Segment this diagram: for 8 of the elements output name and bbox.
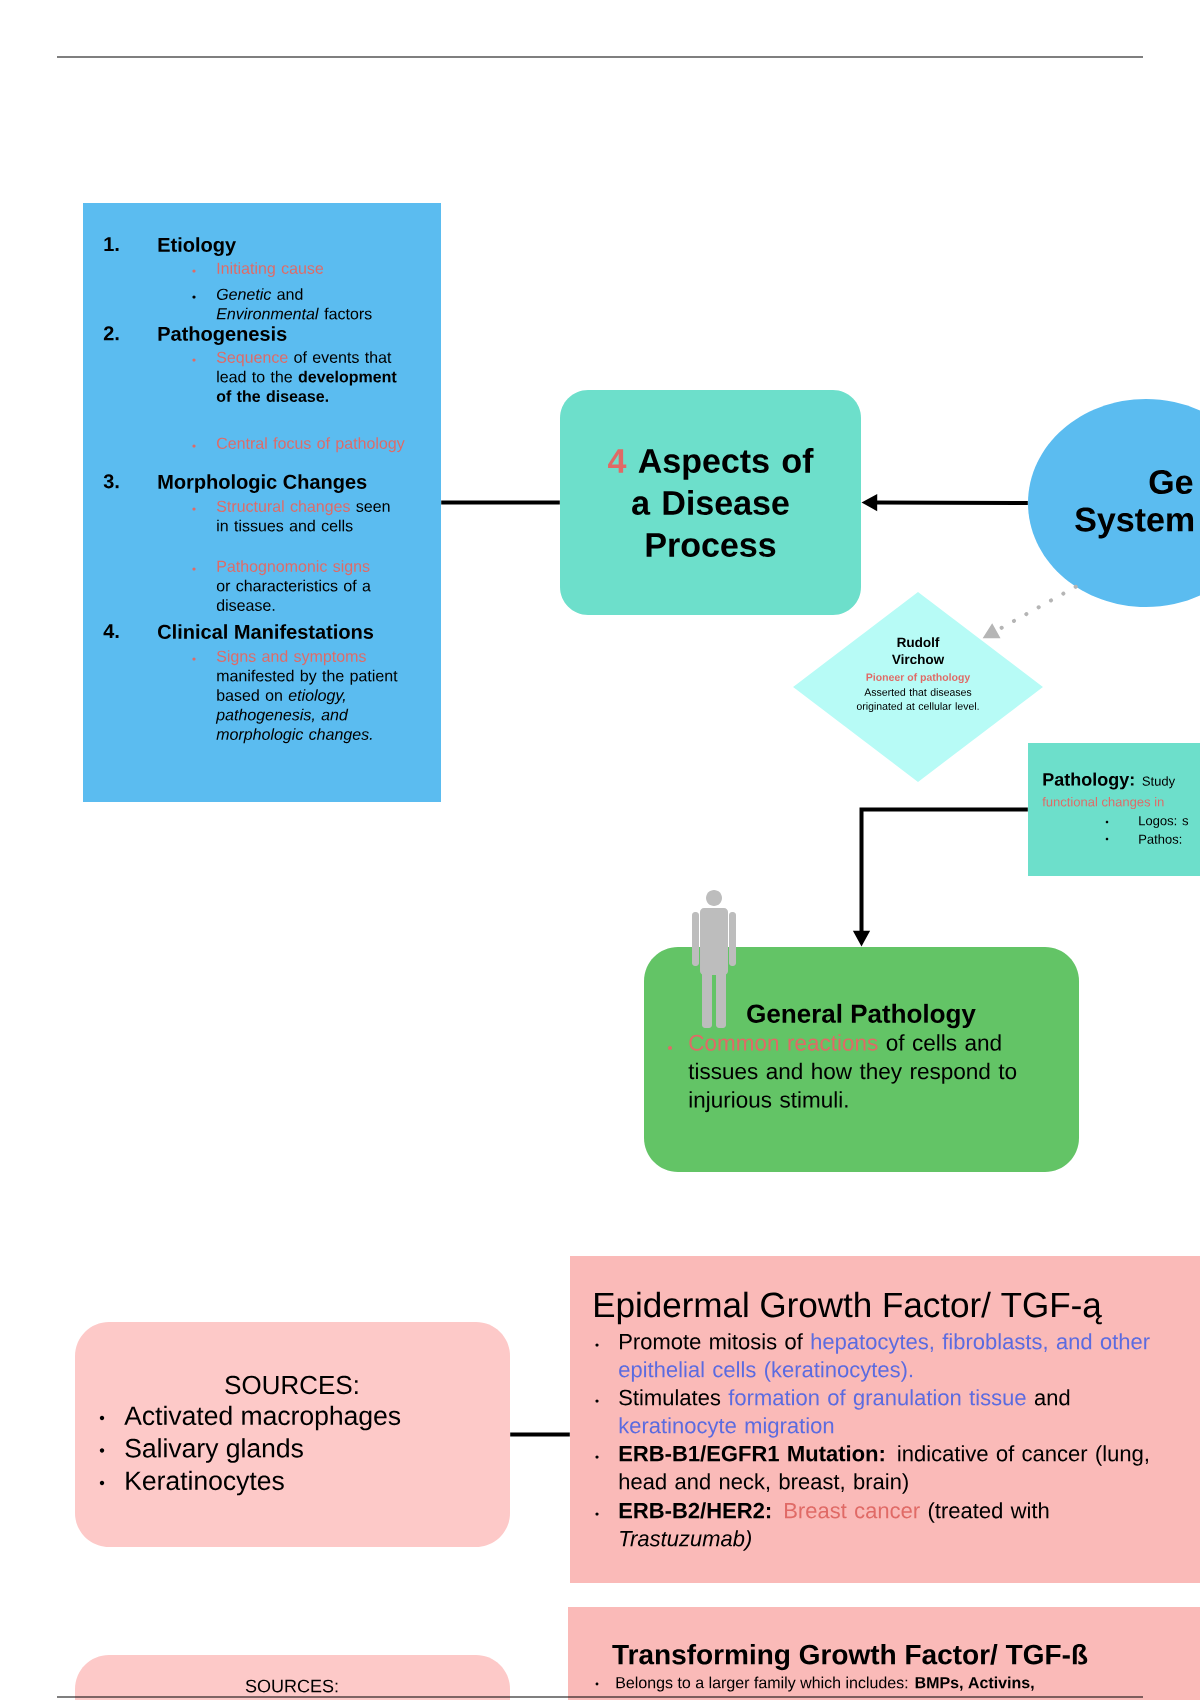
process-box: 4 Aspects of a Disease Process <box>560 390 861 615</box>
process-box: General Pathology Common reactions of cells and tissues and how they respond to injurious stimuli. <box>644 947 1079 1172</box>
info-box: Pathology: Study functional changes in Logos: s Pathos: <box>1028 743 1200 876</box>
info-box: Transforming Growth Factor/ TGF-ß Belongs to a larger family which includes: BMPs, Activins, <box>568 1607 1200 1700</box>
list-box: 1. Etiology Initiating cause Genetic and Environmental factors 2. Pathogenesis Sequence of events that lead to the development of the disease. Central focus of pathology 3. Morphologic Changes Structural changes seen in tissues and cells Pathognomonic signs or characteristics of a disease. 4. Clinical Manifestations Signs and symptoms manifested by the patient based on etiology, pathogenesis, and morphologic changes. <box>83 203 441 802</box>
source-box: SOURCES: <box>75 1655 510 1700</box>
info-box: Epidermal Growth Factor/ TGF-ą Promote mitosis of hepatocytes, fibroblasts, and other epithelial cells (keratinocytes). Stimulates formation of granulation tissue and keratinocyte migration ERB-B1/EGFR1 Mutation: indicative of cancer (lung, head and neck, breast, brain) ERB-B2/HER2: Breast cancer (treated with Trastuzumab) <box>570 1256 1200 1583</box>
source-box: SOURCES: Activated macrophages Salivary glands Keratinocytes <box>75 1322 510 1547</box>
